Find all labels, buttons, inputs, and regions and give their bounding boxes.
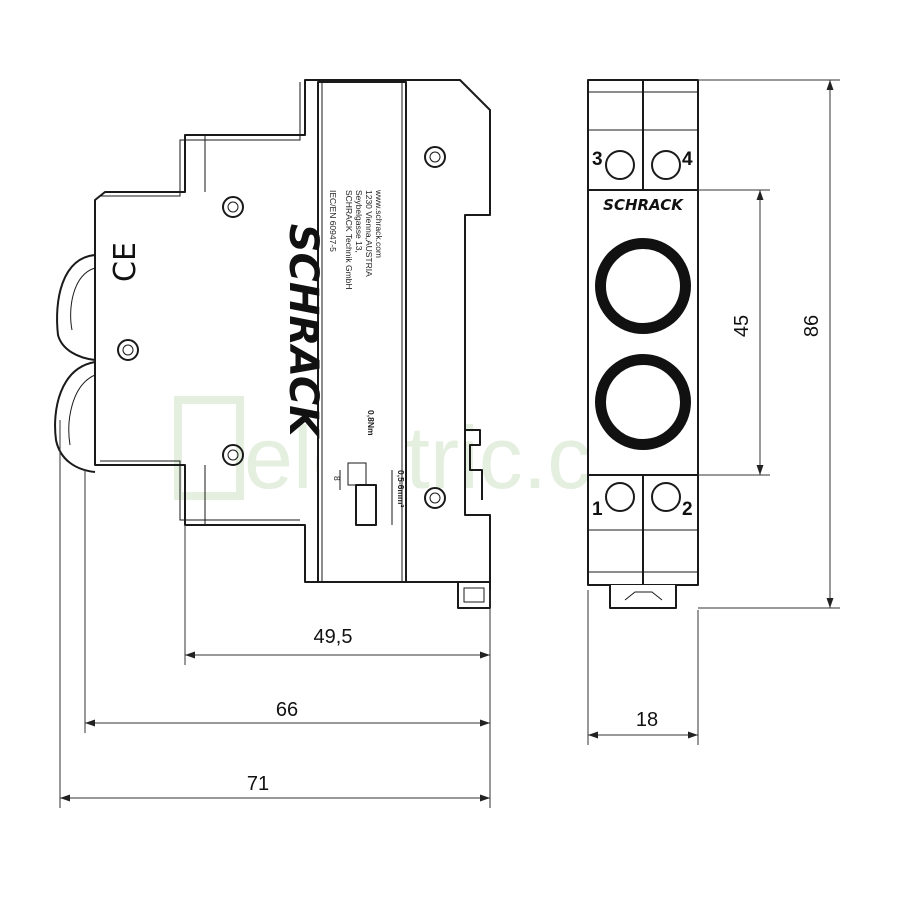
terminal-label-2: 2 <box>682 499 693 520</box>
terminal-screw-icon <box>605 150 635 180</box>
front-clip <box>609 585 677 609</box>
brand-logo-side: SCHRACK <box>280 224 326 440</box>
svg-text:IEC/EN 60947-5: IEC/EN 60947-5 <box>328 190 338 252</box>
screw-icon <box>424 146 446 168</box>
svg-text:1230 Vienna,AUSTRIA: 1230 Vienna,AUSTRIA <box>364 190 374 277</box>
front-view: 3 4 1 2 SCHRACK <box>587 79 699 609</box>
button-dome-lower <box>54 361 96 473</box>
svg-text:8: 8 <box>332 476 342 481</box>
dim-label-18: 18 <box>636 709 658 731</box>
svg-text:SCHRACK Technik GmbH: SCHRACK Technik GmbH <box>344 190 354 290</box>
push-button-lower <box>595 354 691 450</box>
svg-text:0,5-6mm²: 0,5-6mm² <box>396 470 406 507</box>
info-text: IEC/EN 60947-5 SCHRACK Technik GmbH Seyb… <box>328 189 384 290</box>
svg-text:Seybelgasse 13,: Seybelgasse 13, <box>354 190 364 253</box>
watermark: electric.cn <box>174 396 640 507</box>
screw-icon <box>117 339 139 361</box>
screw-icon <box>222 444 244 466</box>
dim-label-45: 45 <box>731 315 753 337</box>
dim-label-86: 86 <box>801 315 823 337</box>
terminal-screw-icon <box>651 150 681 180</box>
dim-label-71: 71 <box>247 773 269 795</box>
ce-mark: CE <box>108 242 143 282</box>
wire-torque-pictogram: 0,8Nm 8 0,5-6mm² <box>332 410 406 526</box>
din-clip <box>465 429 483 500</box>
svg-text:0,8Nm: 0,8Nm <box>366 410 376 436</box>
dim-label-49-5: 49,5 <box>314 626 353 648</box>
push-button-upper <box>595 238 691 334</box>
terminal-label-4: 4 <box>682 149 693 170</box>
brand-logo-front: SCHRACK <box>603 196 684 214</box>
terminal-label-1: 1 <box>592 499 603 520</box>
clip-tab <box>457 581 491 609</box>
screw-icon <box>424 487 446 509</box>
side-view: CE SCHRACK IEC/EN 60947-5 SCHRACK Techni… <box>54 79 491 609</box>
terminal-screw-icon <box>651 482 681 512</box>
screw-icon <box>222 196 244 218</box>
svg-text:www.schrack.com: www.schrack.com <box>374 189 384 258</box>
terminal-screw-icon <box>605 482 635 512</box>
terminal-label-3: 3 <box>592 149 603 170</box>
dimensions: 49,5 66 71 18 45 86 <box>59 79 840 808</box>
label-panel <box>317 81 407 583</box>
button-dome-upper <box>56 254 96 361</box>
dim-label-66: 66 <box>276 699 298 721</box>
